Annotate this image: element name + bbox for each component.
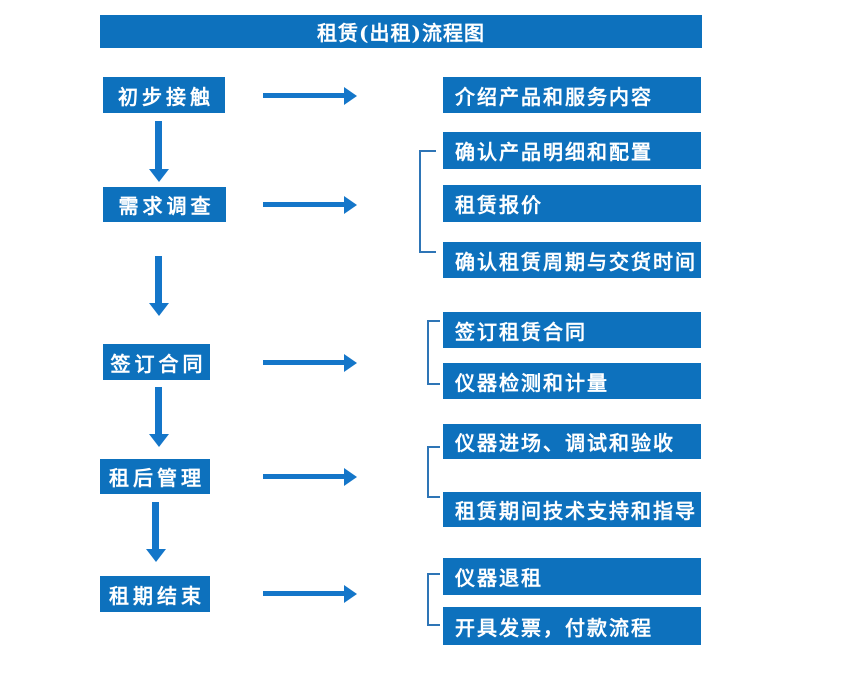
down-arrow-icon-3 — [148, 387, 169, 447]
right-arrow-icon-4 — [263, 467, 357, 486]
bracket-icon-rental-end-group — [427, 573, 440, 626]
flowchart-title: 租赁(出租)流程图 — [100, 15, 702, 48]
down-arrow-icon-2 — [148, 256, 169, 316]
flow-step-initial-contact: 初步接触 — [103, 77, 225, 113]
detail-instrument-testing-calibration: 仪器检测和计量 — [443, 363, 701, 399]
down-arrow-icon-1 — [148, 121, 169, 182]
right-arrow-icon-5 — [263, 584, 357, 603]
detail-instrument-return: 仪器退租 — [443, 558, 701, 595]
detail-tech-support-guidance: 租赁期间技术支持和指导 — [443, 492, 701, 527]
detail-confirm-period-delivery: 确认租赁周期与交货时间 — [443, 242, 701, 278]
bracket-icon-demand-survey-group — [419, 150, 436, 253]
flow-step-post-rental-management: 租后管理 — [100, 459, 210, 494]
detail-introduce-products-services: 介绍产品和服务内容 — [443, 77, 701, 113]
flow-step-rental-end: 租期结束 — [100, 576, 210, 612]
right-arrow-icon-3 — [263, 353, 357, 372]
detail-sign-rental-contract: 签订租赁合同 — [443, 312, 701, 348]
detail-invoice-payment: 开具发票，付款流程 — [443, 607, 701, 645]
bracket-icon-post-rental-group — [427, 446, 440, 498]
detail-confirm-product-config: 确认产品明细和配置 — [443, 132, 701, 169]
down-arrow-icon-4 — [145, 502, 166, 562]
right-arrow-icon-1 — [263, 86, 357, 105]
bracket-icon-sign-contract-group — [427, 320, 440, 385]
detail-instrument-setup-acceptance: 仪器进场、调试和验收 — [443, 424, 701, 459]
flow-step-demand-survey: 需求调查 — [103, 187, 226, 222]
right-arrow-icon-2 — [263, 195, 357, 214]
flow-step-sign-contract: 签订合同 — [103, 344, 210, 380]
detail-rental-quote: 租赁报价 — [443, 185, 701, 222]
